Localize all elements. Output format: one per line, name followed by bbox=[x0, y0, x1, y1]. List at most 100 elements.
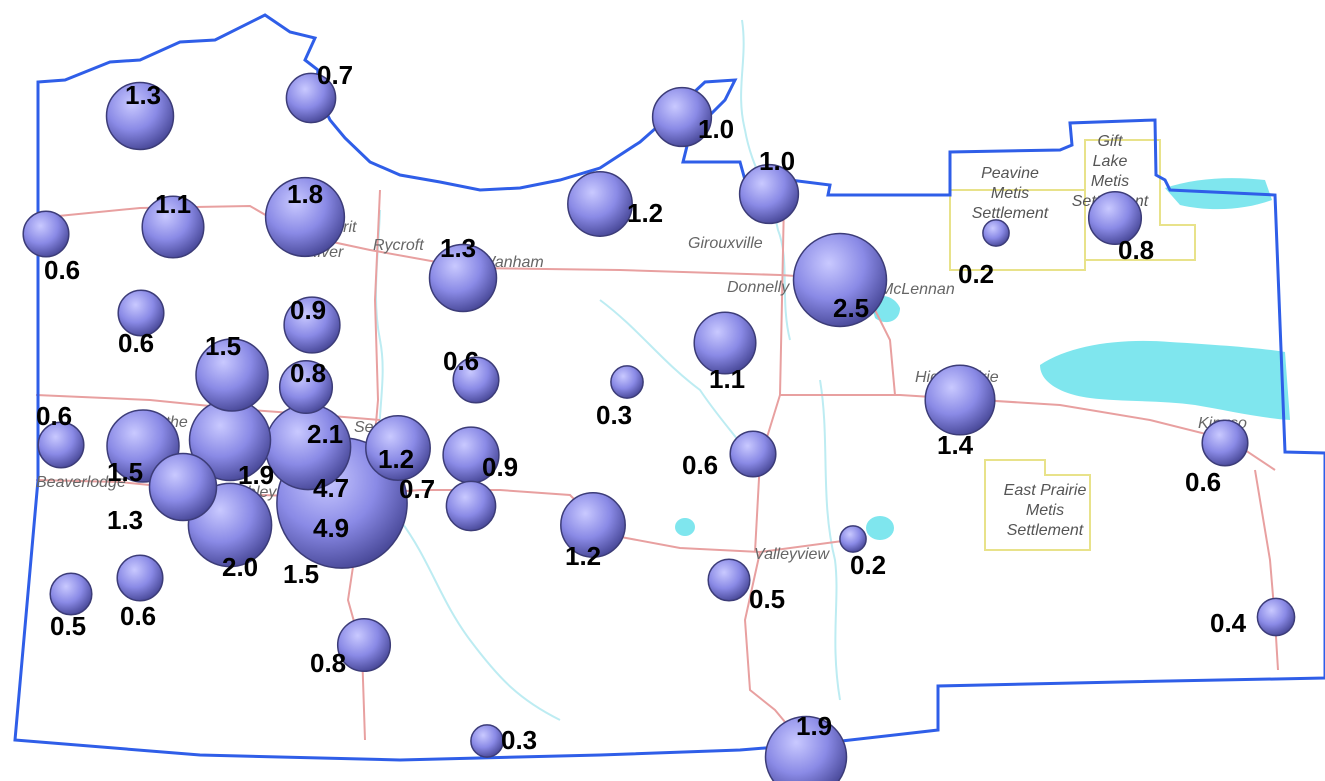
place-name: Wanham bbox=[480, 254, 544, 271]
value-label: 1.5 bbox=[283, 559, 319, 589]
value-label: 1.3 bbox=[440, 233, 476, 263]
value-label: 0.3 bbox=[501, 725, 537, 755]
value-label: 0.8 bbox=[1118, 235, 1154, 265]
bubble-marker[interactable] bbox=[839, 525, 867, 553]
value-label: 0.6 bbox=[1185, 467, 1221, 497]
bubble-marker[interactable] bbox=[141, 195, 205, 259]
place-name: Rycroft bbox=[373, 237, 424, 254]
value-label: 1.3 bbox=[107, 505, 143, 535]
value-label: 0.2 bbox=[958, 259, 994, 289]
value-label: 0.6 bbox=[682, 450, 718, 480]
bubble-marker[interactable] bbox=[105, 81, 175, 151]
settlement-name: Metis bbox=[991, 185, 1029, 202]
bubble-marker[interactable] bbox=[729, 430, 777, 478]
bubble-marker[interactable] bbox=[49, 572, 93, 616]
bubble-marker[interactable] bbox=[445, 480, 497, 532]
bubble-marker[interactable] bbox=[365, 415, 431, 481]
value-label: 0.2 bbox=[850, 550, 886, 580]
bubble-marker[interactable] bbox=[428, 243, 498, 313]
value-label: 4.9 bbox=[313, 513, 349, 543]
bubble-marker[interactable] bbox=[738, 163, 800, 225]
value-label: 1.2 bbox=[627, 198, 663, 228]
bubble-marker[interactable] bbox=[1087, 190, 1143, 246]
lesser-slave-lake bbox=[1040, 340, 1290, 420]
bubble-marker[interactable] bbox=[792, 232, 888, 328]
place-name: Girouxville bbox=[688, 235, 763, 252]
value-label: 1.5 bbox=[107, 457, 143, 487]
bubble-marker[interactable] bbox=[560, 492, 626, 558]
value-label: 1.0 bbox=[759, 146, 795, 176]
value-label: 1.9 bbox=[796, 711, 832, 741]
settlement-name: Metis bbox=[1091, 173, 1129, 190]
value-label: 1.8 bbox=[287, 179, 323, 209]
value-label: 0.8 bbox=[290, 358, 326, 388]
value-label: 1.0 bbox=[698, 114, 734, 144]
settlement-name: Metis bbox=[1026, 502, 1064, 519]
value-label: 1.3 bbox=[125, 80, 161, 110]
bubble-marker[interactable] bbox=[452, 356, 500, 404]
value-label: 1.2 bbox=[378, 444, 414, 474]
bubble-marker[interactable] bbox=[610, 365, 644, 399]
value-label: 0.7 bbox=[317, 60, 353, 90]
value-label: 0.6 bbox=[118, 328, 154, 358]
lake-south bbox=[866, 516, 894, 540]
value-label: 1.5 bbox=[205, 331, 241, 361]
value-label: 2.5 bbox=[833, 293, 869, 323]
settlement-name: Settlement bbox=[1007, 522, 1084, 539]
bubble-marker[interactable] bbox=[37, 421, 85, 469]
value-label: 0.8 bbox=[310, 648, 346, 678]
settlement-name: East Prairie bbox=[1004, 482, 1087, 499]
bubble-marker[interactable] bbox=[924, 364, 996, 436]
bubble-marker[interactable] bbox=[567, 171, 633, 237]
value-label: 1.1 bbox=[709, 364, 745, 394]
value-label: 1.1 bbox=[155, 189, 191, 219]
settlement-name: Peavine bbox=[981, 165, 1039, 182]
settlement-name: Lake bbox=[1093, 153, 1128, 170]
bubble-marker[interactable] bbox=[285, 72, 337, 124]
settlement-outlines bbox=[949, 139, 1196, 551]
place-name: Valleyview bbox=[754, 546, 830, 563]
value-label: 1.4 bbox=[937, 430, 974, 460]
value-label: 1.2 bbox=[565, 541, 601, 571]
lake-south-west bbox=[675, 518, 695, 536]
settlement-name: Gift bbox=[1098, 133, 1123, 150]
bubble-marker[interactable] bbox=[278, 359, 334, 415]
value-label: 0.5 bbox=[50, 611, 86, 641]
value-label: 2.0 bbox=[222, 552, 258, 582]
value-label: 0.9 bbox=[482, 452, 518, 482]
bubble-marker[interactable] bbox=[117, 289, 165, 337]
bubble-marker[interactable] bbox=[707, 558, 751, 602]
bubble-marker[interactable] bbox=[116, 554, 164, 602]
value-label: 0.6 bbox=[36, 401, 72, 431]
value-label: 0.9 bbox=[290, 295, 326, 325]
bubble-marker[interactable] bbox=[22, 210, 70, 258]
place-name: Donnelly bbox=[727, 279, 790, 296]
settlement-name: Settlement bbox=[972, 205, 1049, 222]
value-label: 1.9 bbox=[238, 460, 274, 490]
bubble-marker[interactable] bbox=[1256, 597, 1296, 637]
place-name: Beaverlodge bbox=[36, 474, 126, 491]
value-label: 0.4 bbox=[1210, 608, 1247, 638]
bubble-marker[interactable] bbox=[148, 452, 218, 522]
value-label: 0.6 bbox=[44, 255, 80, 285]
bubble-marker[interactable] bbox=[470, 724, 504, 758]
value-labels: 1.3 0.7 1.0 1.0 1.1 1.8 1.2 0.6 1.3 0.8 0.2 2.5 0.9 0… bbox=[36, 60, 1247, 755]
value-label: 4.7 bbox=[313, 473, 349, 503]
settlement-names: PeavineMetisSettlementGiftLakeMetisSettl… bbox=[972, 133, 1149, 539]
value-label: 0.6 bbox=[443, 346, 479, 376]
bubble-marker[interactable] bbox=[336, 617, 392, 673]
bubbles bbox=[22, 72, 1296, 781]
district-boundary bbox=[13, 13, 1325, 762]
bubble-marker[interactable] bbox=[764, 715, 848, 781]
bubble-marker[interactable] bbox=[651, 86, 713, 148]
bubble-marker[interactable] bbox=[283, 296, 341, 354]
bubble-marker[interactable] bbox=[264, 176, 346, 258]
bubble-marker[interactable] bbox=[1201, 419, 1249, 467]
place-name: McLennan bbox=[880, 281, 955, 298]
value-label: 2.1 bbox=[307, 419, 343, 449]
bubble-marker[interactable] bbox=[693, 311, 757, 375]
bubble-marker[interactable] bbox=[195, 338, 269, 412]
bubble-marker[interactable] bbox=[982, 219, 1010, 247]
